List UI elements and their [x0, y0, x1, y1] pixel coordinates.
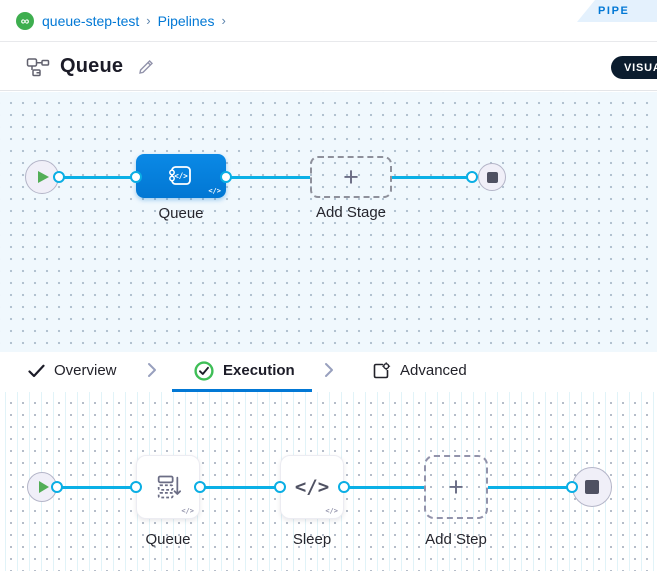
edge-line [57, 486, 136, 489]
edge-line [226, 176, 310, 179]
add-step-button[interactable]: + [424, 455, 488, 519]
ci-stage-icon: </> [169, 166, 191, 185]
pipeline-studio-tag: PIPE [577, 0, 657, 22]
edge-line [488, 486, 572, 489]
stop-icon [486, 171, 498, 183]
chevron-right-icon [324, 362, 334, 383]
end-node[interactable] [572, 467, 612, 507]
connector-port[interactable] [130, 481, 142, 493]
edge-line [200, 486, 280, 489]
connector-port[interactable] [220, 171, 232, 183]
stage-node-queue[interactable]: </> </> [136, 154, 226, 198]
svg-text:</>: </> [174, 172, 188, 181]
project-logo-icon[interactable]: ∞ [16, 11, 34, 30]
chevron-right-icon [147, 362, 157, 383]
add-stage-button[interactable]: + [310, 156, 392, 198]
chevron-right-icon: › [221, 13, 226, 28]
step-label: Queue [145, 531, 191, 548]
code-badge: </> [181, 507, 194, 515]
connector-port[interactable] [53, 171, 65, 183]
breadcrumb: ∞ queue-step-test › Pipelines › PIPE [0, 0, 657, 42]
check-icon [28, 364, 45, 377]
connector-port[interactable] [466, 171, 478, 183]
chevron-right-icon: › [146, 13, 151, 28]
code-badge: </> [208, 187, 221, 195]
tab-overview[interactable]: Overview [28, 352, 117, 389]
breadcrumb-pipelines-link[interactable]: Pipelines [157, 12, 215, 29]
advanced-settings-icon [373, 361, 391, 378]
add-step-label: Add Step [425, 531, 487, 548]
end-node[interactable] [478, 163, 506, 191]
tab-label: Execution [223, 362, 295, 379]
breadcrumb-project-link[interactable]: queue-step-test [42, 12, 140, 29]
stop-icon [585, 480, 599, 494]
play-icon [38, 171, 49, 183]
connector-port[interactable] [274, 481, 286, 493]
step-node-queue[interactable]: </> [136, 455, 200, 519]
title-bar: Queue VISUAL [0, 43, 657, 91]
pipeline-graph-icon [26, 57, 50, 77]
active-tab-underline [172, 388, 312, 392]
page-title: Queue [60, 55, 124, 77]
edge-line [392, 176, 468, 179]
tab-label: Advanced [400, 362, 467, 379]
tab-advanced[interactable]: Advanced [372, 352, 467, 389]
queue-icon [157, 475, 182, 499]
edge-line [344, 486, 424, 489]
code-icon: </> [294, 476, 330, 498]
code-badge: </> [325, 507, 338, 515]
edit-pencil-icon[interactable] [137, 58, 155, 76]
plus-icon: + [343, 161, 359, 192]
play-icon [38, 481, 49, 493]
step-label: Sleep [292, 531, 332, 548]
stage-graph-canvas[interactable]: </> </> Queue + Add Stage [0, 92, 657, 352]
step-node-sleep[interactable]: </> </> [280, 455, 344, 519]
connector-port[interactable] [338, 481, 350, 493]
edge-line [60, 176, 136, 179]
stage-label: Queue [158, 205, 204, 222]
tab-label: Overview [54, 362, 117, 379]
tab-execution[interactable]: Execution [194, 352, 295, 389]
execution-graph-canvas[interactable]: </> Queue </> </> Sleep + Add Step [0, 392, 657, 571]
visual-yaml-toggle[interactable]: VISUAL [611, 56, 657, 79]
check-circle-icon [194, 360, 214, 381]
connector-port[interactable] [51, 481, 63, 493]
pipeline-tab-bar: Overview Execution Advanced [0, 352, 657, 392]
connector-port[interactable] [566, 481, 578, 493]
plus-icon: + [448, 471, 464, 502]
connector-port[interactable] [194, 481, 206, 493]
add-stage-label: Add Stage [315, 204, 387, 221]
connector-port[interactable] [130, 171, 142, 183]
